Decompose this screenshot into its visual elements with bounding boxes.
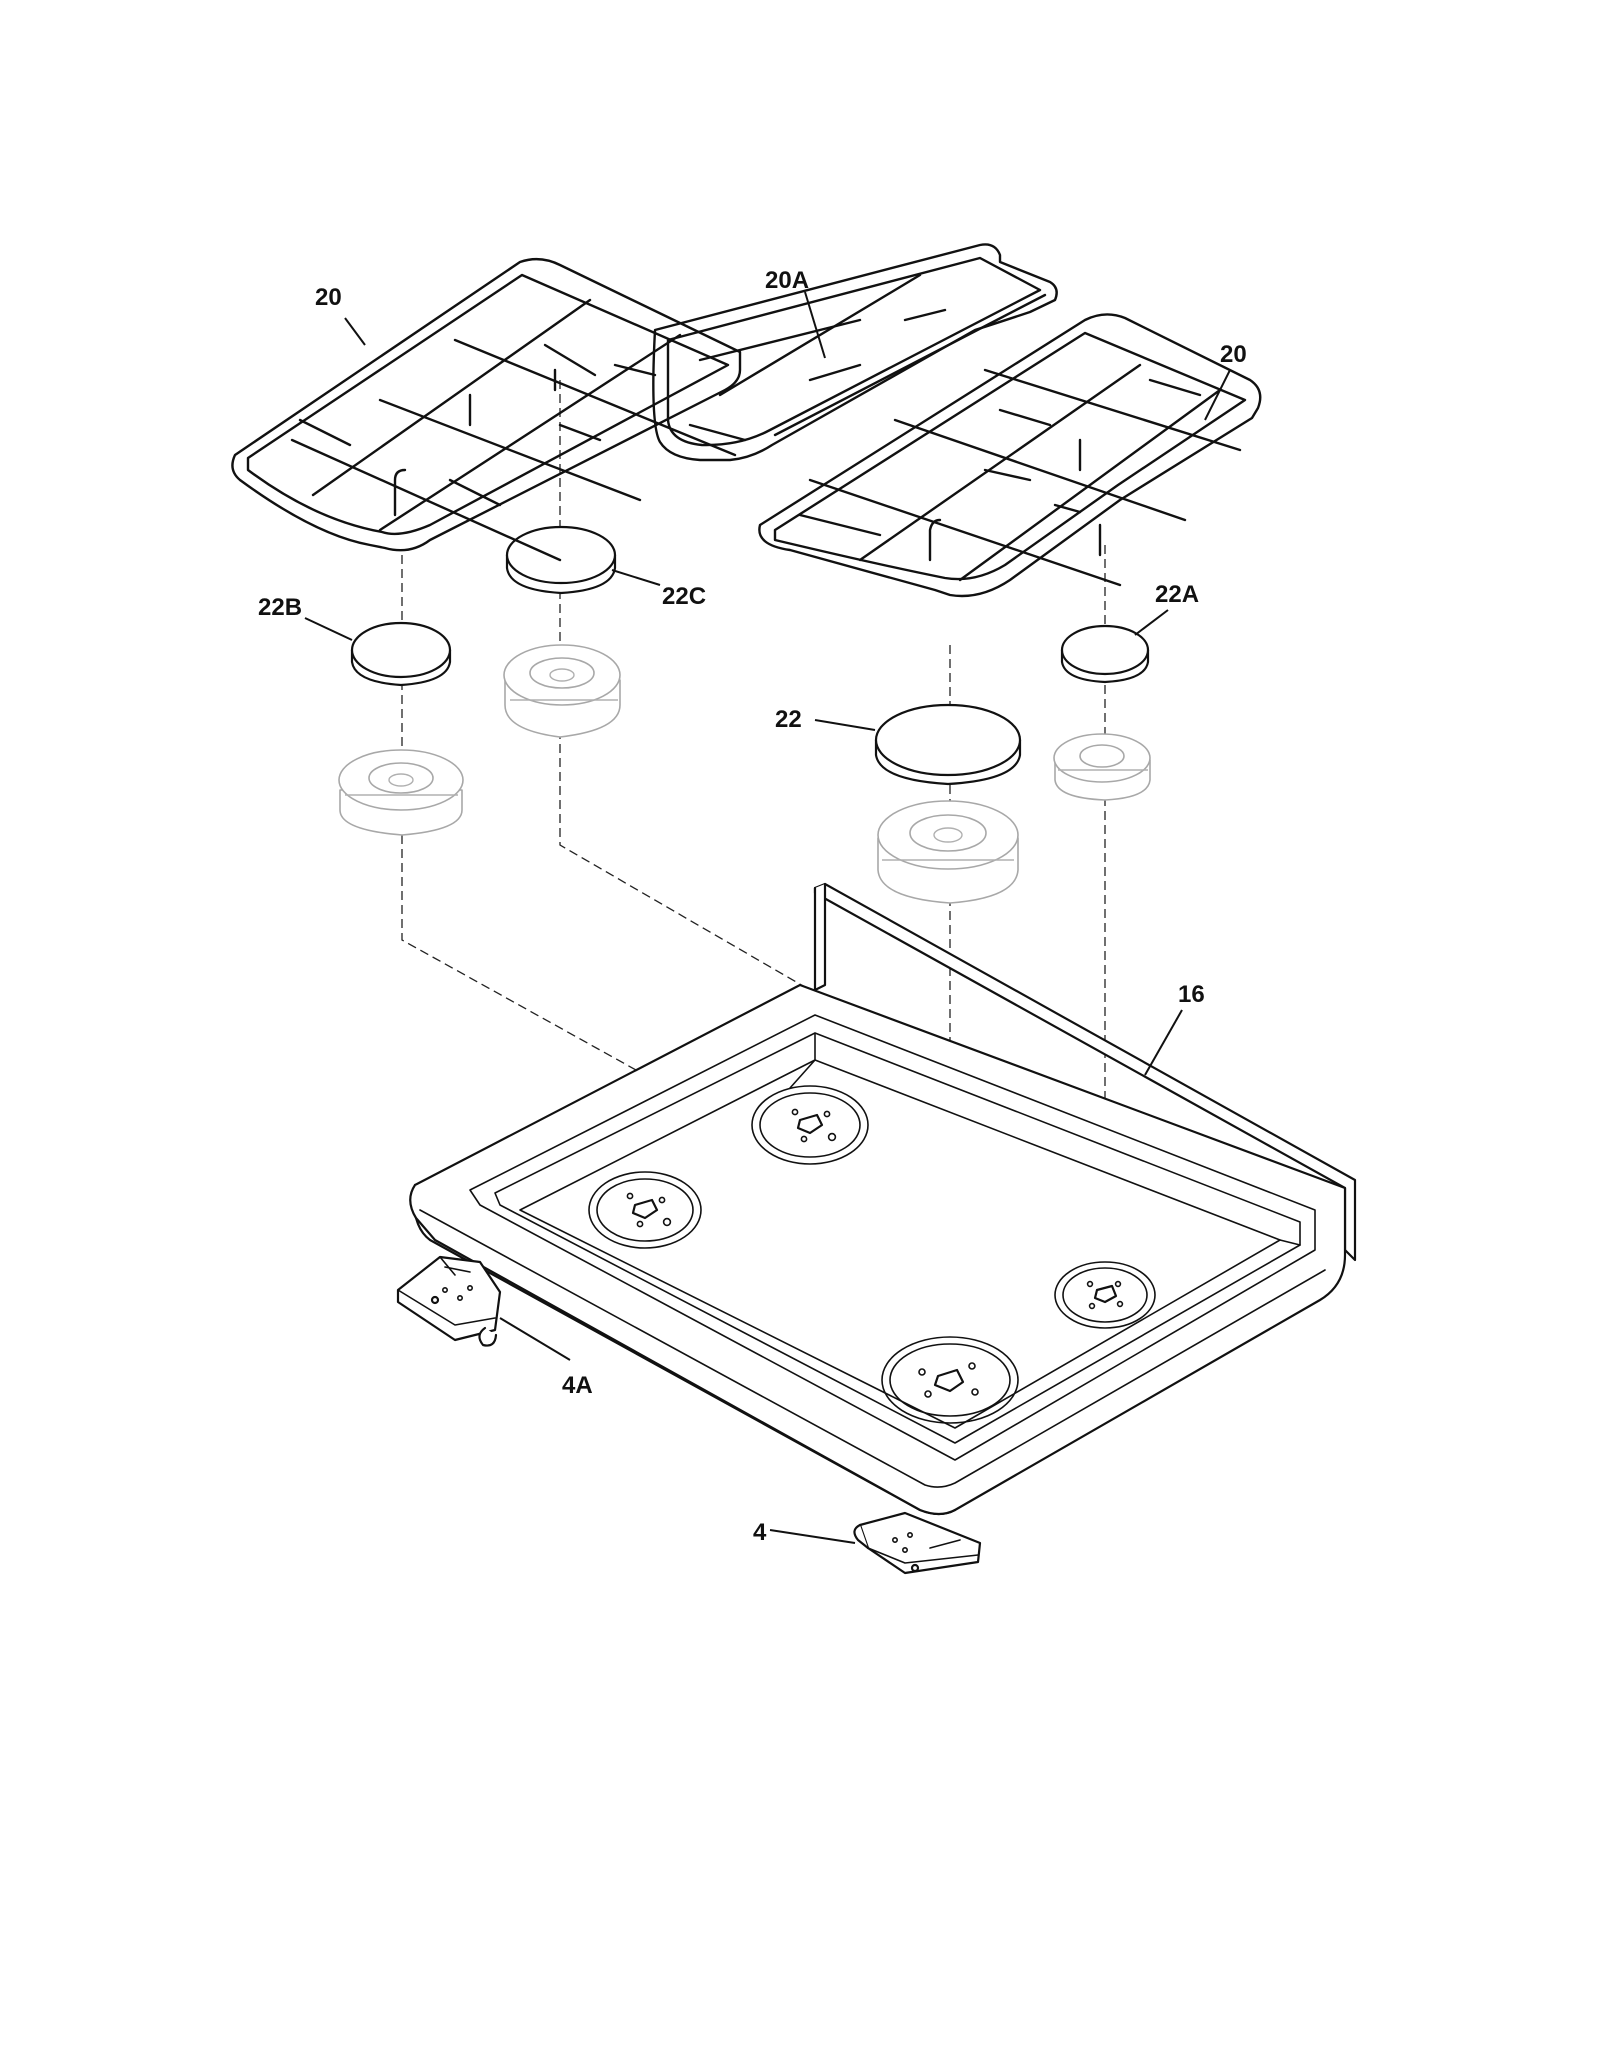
callout-4: 4 bbox=[753, 1519, 767, 1546]
burner-base-left-front bbox=[338, 749, 464, 836]
grate-center-20a bbox=[652, 243, 1058, 462]
burner-cap-22c bbox=[505, 525, 617, 595]
callout-4a: 4A bbox=[562, 1372, 593, 1399]
grate-right-20 bbox=[758, 313, 1262, 598]
callout-22c: 22C bbox=[662, 583, 706, 610]
callout-22b: 22B bbox=[258, 594, 302, 621]
bracket-4 bbox=[853, 1511, 982, 1575]
burner-cap-22 bbox=[874, 703, 1022, 786]
callout-22: 22 bbox=[775, 706, 802, 733]
burner-cap-22b bbox=[350, 621, 452, 687]
callout-labels: 20 20A 20 22B 22C 22 22A 16 4A 4 bbox=[258, 267, 1247, 1546]
callout-20-left: 20 bbox=[315, 284, 342, 311]
grate-left-20 bbox=[231, 257, 742, 562]
leader-lines bbox=[304, 291, 1231, 1544]
callout-16: 16 bbox=[1178, 981, 1205, 1008]
burner-opening-left-rear bbox=[751, 1085, 869, 1165]
burner-base-right-front bbox=[877, 800, 1019, 904]
burner-cap-22a bbox=[1060, 624, 1150, 684]
callout-20a: 20A bbox=[765, 267, 809, 294]
burner-base-right-rear bbox=[1053, 733, 1151, 801]
burner-opening-right-front bbox=[881, 1336, 1019, 1424]
bracket-4a bbox=[396, 1255, 502, 1347]
burner-base-left-rear bbox=[503, 644, 621, 738]
burner-opening-left-front bbox=[588, 1171, 702, 1249]
callout-20-right: 20 bbox=[1220, 341, 1247, 368]
callout-22a: 22A bbox=[1155, 581, 1199, 608]
cooktop-16 bbox=[409, 882, 1357, 1516]
burner-opening-right-rear bbox=[1054, 1261, 1156, 1329]
